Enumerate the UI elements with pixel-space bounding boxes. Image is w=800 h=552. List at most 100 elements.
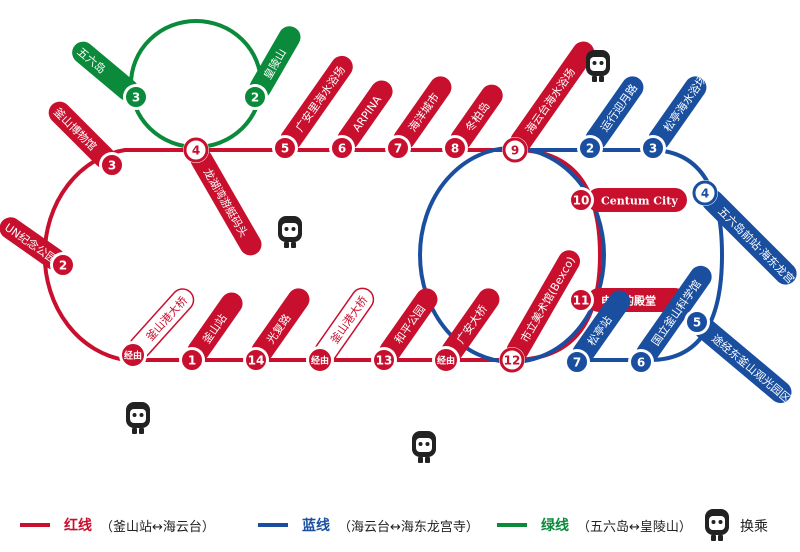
legend-green-route: （五六岛↔皇陵山） xyxy=(577,519,692,535)
station-node-dot xyxy=(273,136,297,160)
station-pill xyxy=(510,41,595,152)
blue-line-outer xyxy=(515,148,725,362)
station-number: 7 xyxy=(394,142,402,156)
station-pill xyxy=(379,288,438,362)
station-node-r3[interactable]: 3 xyxy=(99,152,125,178)
station-node-r1[interactable]: 1 xyxy=(179,347,205,373)
station-node-r8[interactable]: 8 xyxy=(442,135,468,161)
station-node-dot xyxy=(692,180,718,206)
station-number: 5 xyxy=(281,142,289,156)
station-pill xyxy=(636,265,712,364)
transfer-icon xyxy=(278,216,302,248)
transfer-icon xyxy=(586,50,610,82)
station-pill xyxy=(585,76,644,150)
station-pill xyxy=(648,76,707,150)
station-number: 3 xyxy=(649,142,657,156)
station-node-dot xyxy=(569,188,593,212)
station-node-dot xyxy=(307,347,333,373)
station-number: 2 xyxy=(586,142,594,156)
station-node-r2[interactable]: 2 xyxy=(50,252,76,278)
station-node-dot xyxy=(569,288,593,312)
station-node-dot xyxy=(641,136,665,160)
station-name: 途经东釜山观光园区 xyxy=(709,331,794,405)
station-node-r9[interactable]: 9 xyxy=(502,137,528,163)
station-number: 11 xyxy=(573,294,590,308)
legend-green-swatch xyxy=(497,523,527,527)
transfer-icon xyxy=(126,402,150,434)
station-number: 经由 xyxy=(437,355,455,367)
station-name: 五六岛前站·海东龙宫寺 xyxy=(715,204,800,294)
station-name: 釜山博物馆 xyxy=(51,105,100,154)
station-pill xyxy=(72,41,139,101)
station-pill xyxy=(249,26,301,99)
station-node-g3[interactable]: 3 xyxy=(123,84,149,110)
station-pill xyxy=(701,189,797,285)
station-node-r6[interactable]: 6 xyxy=(329,135,355,161)
station-node-dot xyxy=(565,350,589,374)
station-node-dot xyxy=(502,137,528,163)
station-node-b2[interactable]: 2 xyxy=(577,135,603,161)
station-pill xyxy=(450,84,503,150)
legend-red: 红线 （釜山站↔海云台） xyxy=(20,515,215,535)
station-node-dot xyxy=(120,342,146,368)
station-node-dot xyxy=(100,153,124,177)
station-number: 4 xyxy=(192,144,200,158)
station-node-via2[interactable]: 经由 xyxy=(306,346,334,374)
station-pill xyxy=(0,217,65,270)
legend: 红线 （釜山站↔海云台） 蓝线 （海云台↔海东龙宫寺） 绿线 （五六岛↔皇陵山）… xyxy=(0,505,800,545)
station-pill xyxy=(587,188,687,212)
station-node-b4[interactable]: 4 xyxy=(692,180,718,206)
station-number: 1 xyxy=(188,354,196,368)
station-node-b3[interactable]: 3 xyxy=(640,135,666,161)
station-node-r11[interactable]: 11 xyxy=(568,287,594,313)
station-pill xyxy=(187,292,243,362)
station-node-via1[interactable]: 经由 xyxy=(119,341,147,369)
station-node-dot xyxy=(124,85,148,109)
station-node-b5[interactable]: 5 xyxy=(684,309,710,335)
station-node-r7[interactable]: 7 xyxy=(385,135,411,161)
legend-green-name: 绿线 xyxy=(541,518,569,534)
station-pill xyxy=(506,250,580,362)
station-node-dot xyxy=(685,310,709,334)
station-node-r4[interactable]: 4 xyxy=(183,137,209,163)
station-number: 12 xyxy=(504,354,521,368)
station-node-r14[interactable]: 14 xyxy=(243,347,269,373)
legend-red-route: （釜山站↔海云台） xyxy=(100,519,215,535)
station-node-dot xyxy=(578,136,602,160)
legend-blue: 蓝线 （海云台↔海东龙宫寺） xyxy=(258,515,479,535)
station-name: 龙湖湾游艇码头 xyxy=(201,166,252,240)
station-pill xyxy=(694,318,792,404)
station-node-dot xyxy=(51,253,75,277)
station-name: 松亭海水浴场 xyxy=(660,72,709,134)
station-node-g2[interactable]: 2 xyxy=(242,84,268,110)
station-node-b6[interactable]: 6 xyxy=(628,349,654,375)
station-number: 2 xyxy=(59,259,67,273)
station-node-dot xyxy=(499,347,525,373)
station-name: Centum City xyxy=(601,195,678,208)
station-node-r10[interactable]: 10 xyxy=(568,187,594,213)
station-number: 7 xyxy=(573,356,581,370)
route-map: 釜山站光复路和平公园市立美术馆(Bexco)釜山港大桥釜山港大桥广安大桥UN纪念… xyxy=(0,19,800,463)
station-pill xyxy=(572,290,631,364)
station-pill xyxy=(190,148,262,256)
station-node-r13[interactable]: 13 xyxy=(371,347,397,373)
station-number: 13 xyxy=(376,354,393,368)
station-number: 6 xyxy=(338,142,346,156)
legend-red-swatch xyxy=(20,523,50,527)
station-node-dot xyxy=(244,348,268,372)
station-node-dot xyxy=(180,348,204,372)
station-node-b7[interactable]: 7 xyxy=(564,349,590,375)
station-label-r10[interactable]: Centum City xyxy=(587,188,687,212)
station-node-dot xyxy=(386,136,410,160)
station-node-r12[interactable]: 12 xyxy=(499,347,525,373)
station-node-r5[interactable]: 5 xyxy=(272,135,298,161)
station-pill xyxy=(337,80,393,150)
station-number: 2 xyxy=(251,91,259,105)
station-number: 经由 xyxy=(124,350,142,362)
station-node-via3[interactable]: 经由 xyxy=(432,346,460,374)
legend-blue-route: （海云台↔海东龙宫寺） xyxy=(338,519,479,535)
legend-blue-swatch xyxy=(258,523,288,527)
station-node-dot xyxy=(433,347,459,373)
station-name: 海云台海水浴场 xyxy=(522,65,578,136)
station-label-g2[interactable]: 皇陵山 xyxy=(245,22,304,102)
